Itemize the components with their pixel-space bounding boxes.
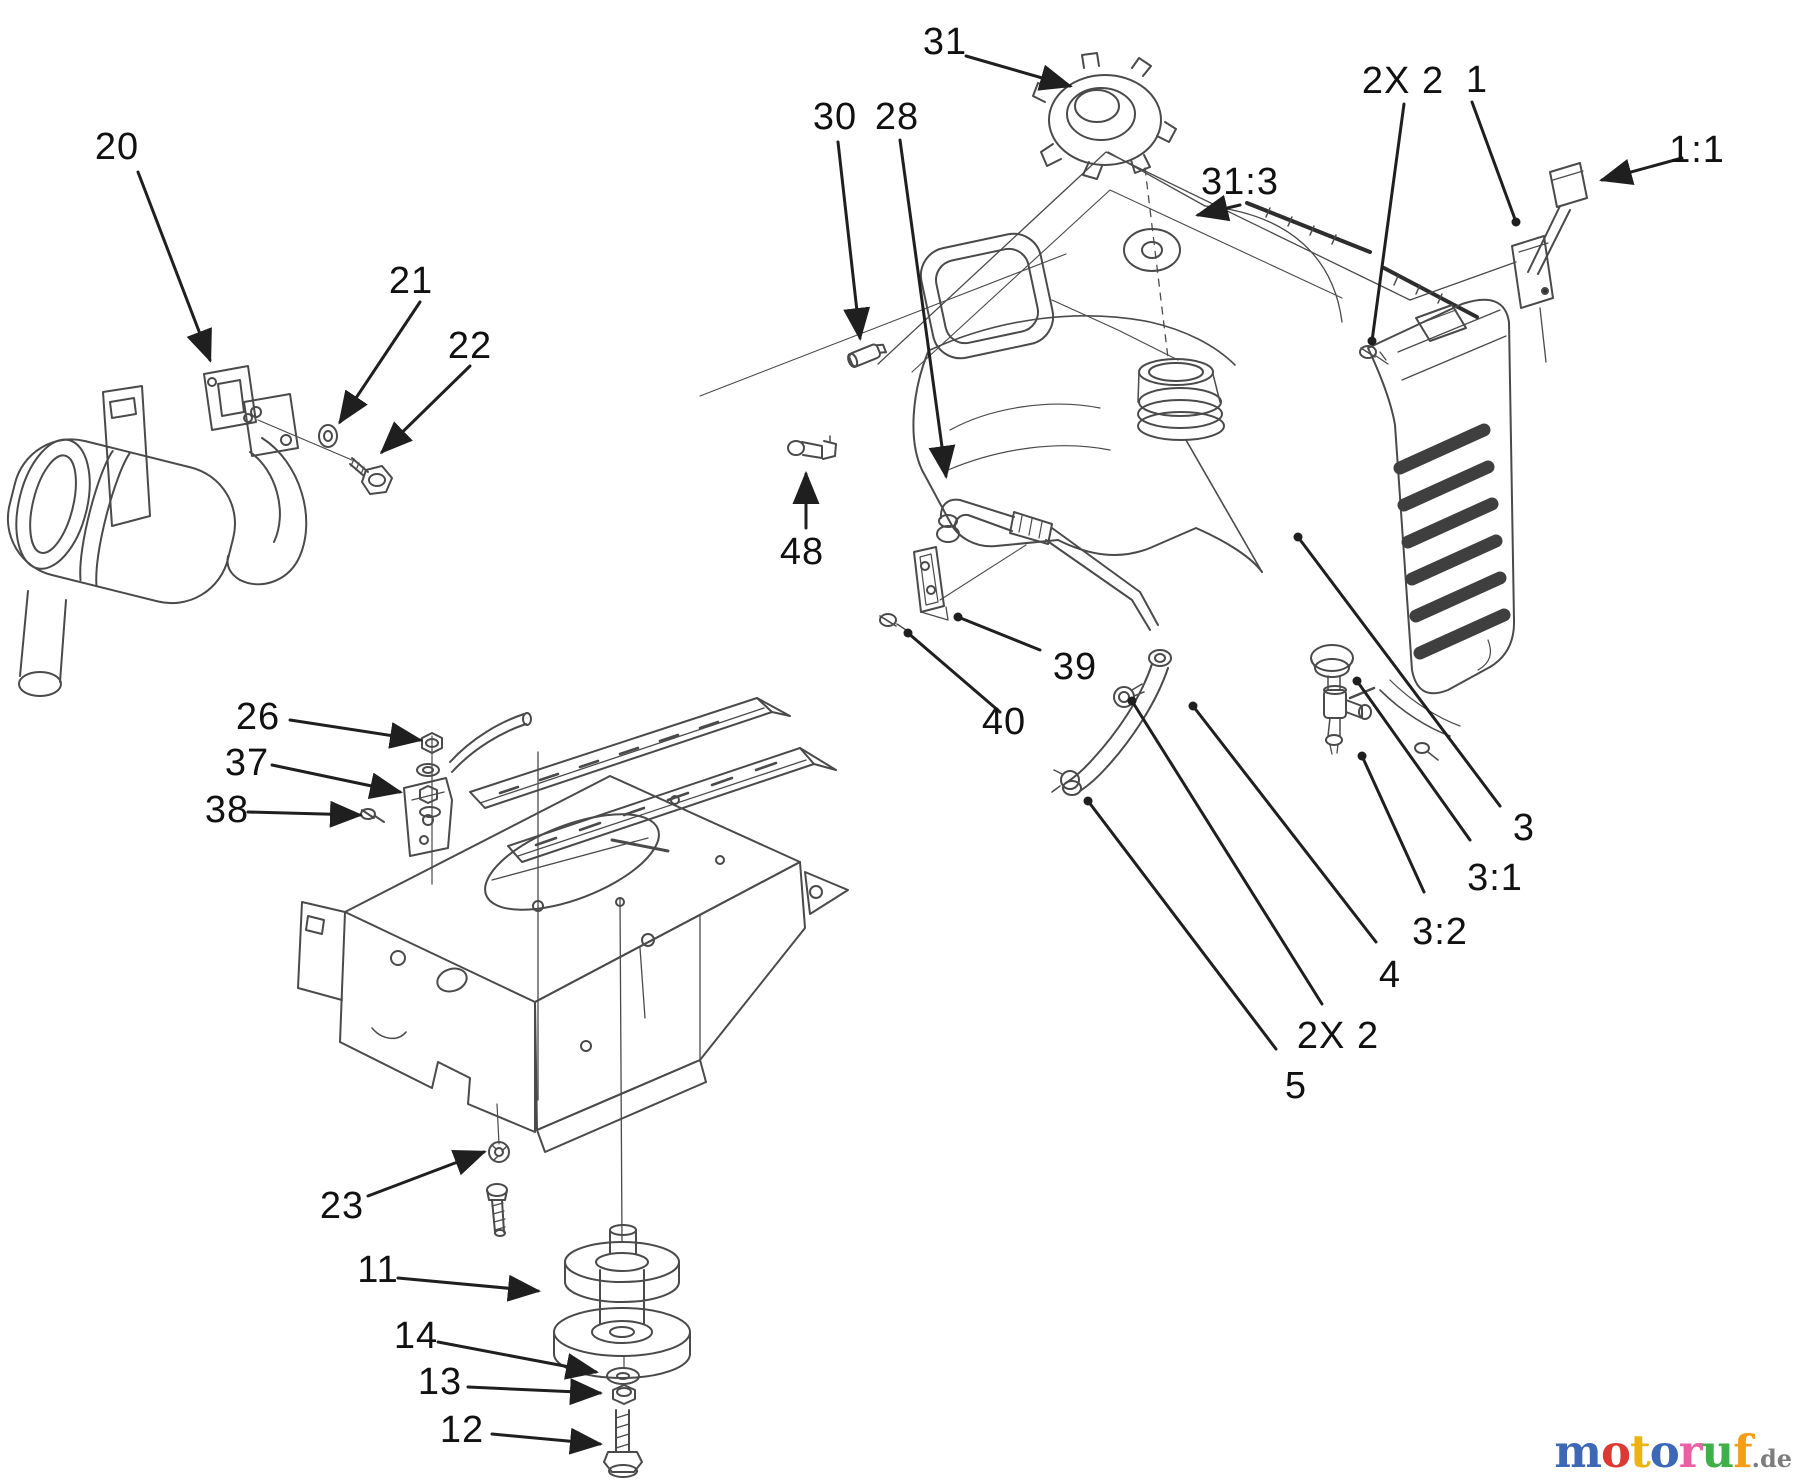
screw-2x2 [1359, 345, 1389, 365]
fuel-line [936, 498, 1172, 667]
part-label-30: 30 [812, 96, 858, 138]
part-label-2x2-top: 2X 2 [1361, 60, 1445, 102]
part-label-31-3: 31:3 [1201, 161, 1279, 203]
line-bracket [879, 544, 1027, 631]
logo-letter: m [1554, 1425, 1602, 1478]
leader-lines [136, 54, 1684, 1455]
part-label-28: 28 [874, 96, 920, 138]
part-label-23: 23 [319, 1185, 365, 1227]
part-label-4: 4 [1378, 954, 1402, 996]
motoruf-logo[interactable]: motoruf.de [1554, 1429, 1792, 1474]
fuel-cap [1032, 52, 1177, 180]
exhaust-gasket [203, 365, 257, 431]
logo-letter: f [1733, 1425, 1752, 1478]
part-label-1: 1 [1465, 59, 1489, 101]
part-label-39: 39 [1052, 646, 1098, 688]
part-label-14: 14 [393, 1315, 439, 1357]
part-label-40: 40 [981, 701, 1027, 743]
part-label-22: 22 [447, 325, 493, 367]
fuel-hose [1051, 663, 1169, 796]
vent-slots [1393, 423, 1511, 660]
part-label-3-1: 3:1 [1467, 857, 1523, 899]
part-label-13: 13 [417, 1361, 463, 1403]
part-label-12: 12 [439, 1409, 485, 1451]
fuel-cap-grommet [1123, 228, 1181, 272]
part-label-3-2: 3:2 [1412, 911, 1468, 953]
muffler-assembly [6, 365, 393, 697]
exhaust-washer [318, 424, 338, 448]
part-label-26: 26 [235, 696, 281, 738]
part-label-20: 20 [94, 126, 140, 168]
part-label-21: 21 [388, 260, 434, 302]
fuel-valve [1310, 644, 1376, 755]
part-label-5: 5 [1284, 1065, 1308, 1107]
muffler-body [6, 438, 236, 605]
logo-letter: o [1600, 1425, 1631, 1478]
throttle-control [1511, 162, 1588, 363]
part-label-1-1: 1:1 [1669, 129, 1725, 171]
frame-assembly [297, 697, 849, 1243]
logo-letter: r [1678, 1425, 1703, 1478]
frame-bolt-23 [486, 1103, 510, 1237]
part-label-2x2-bottom: 2X 2 [1296, 1015, 1380, 1057]
part-label-38: 38 [204, 789, 250, 831]
part-label-11: 11 [357, 1249, 399, 1291]
fuel-tank-assembly [699, 52, 1588, 796]
logo-letter: t [1629, 1425, 1651, 1478]
blower-housing [1367, 298, 1516, 695]
filler-neck [1137, 358, 1225, 441]
fuel-bushing [847, 343, 888, 368]
part-label-37: 37 [224, 742, 270, 784]
part-label-48: 48 [779, 531, 825, 573]
logo-letter: u [1701, 1425, 1735, 1478]
part-label-31: 31 [922, 21, 968, 63]
logo-suffix: .de [1751, 1444, 1792, 1473]
vent-fitting [787, 435, 837, 460]
exhaust-bolt [349, 457, 393, 495]
logo-letter: o [1649, 1425, 1680, 1478]
part-label-3: 3 [1512, 807, 1536, 849]
